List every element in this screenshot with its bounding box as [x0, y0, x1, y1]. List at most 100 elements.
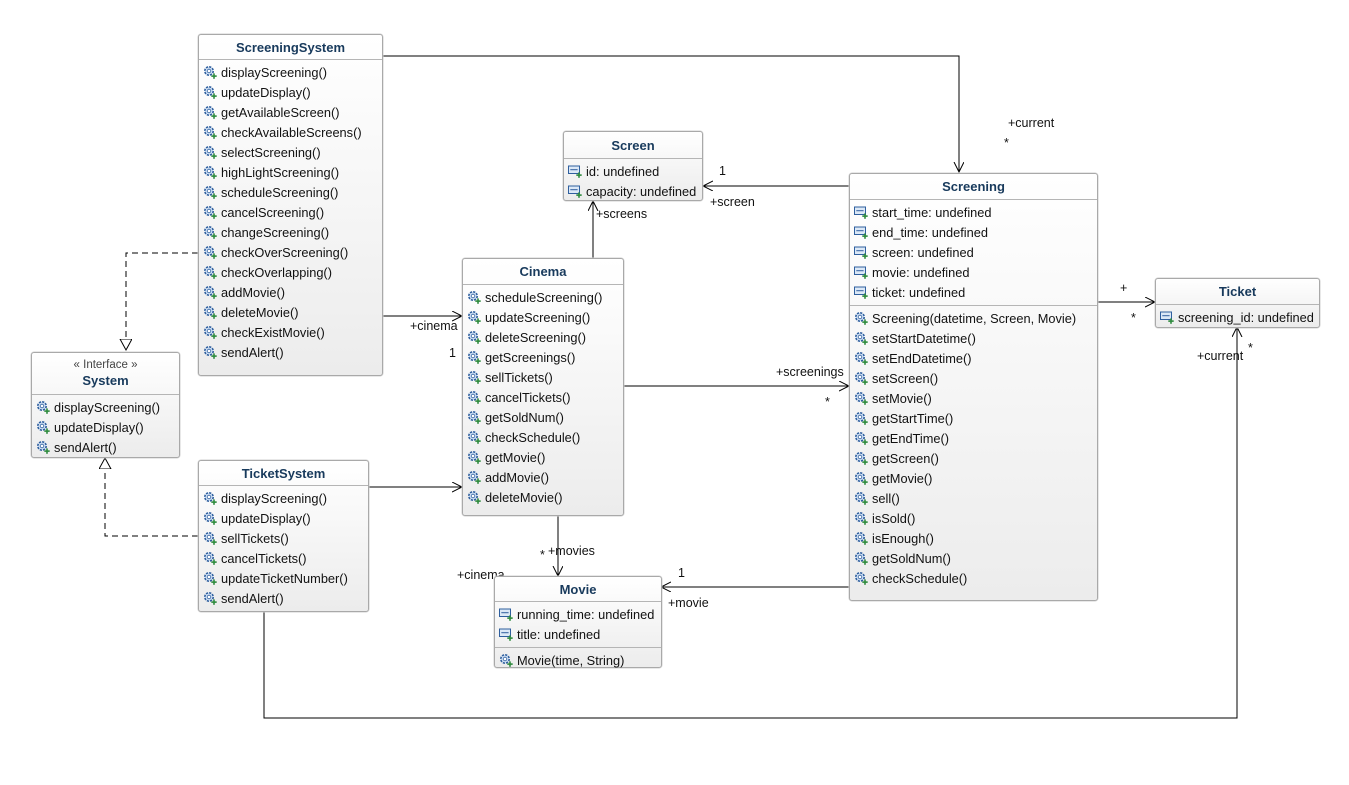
method-row[interactable]: checkOverlapping() — [199, 262, 382, 282]
method-row[interactable]: getStartTime() — [850, 408, 1097, 428]
method-row[interactable]: sendAlert() — [199, 588, 368, 608]
method-icon — [854, 411, 868, 425]
method-row[interactable]: updateDisplay() — [199, 508, 368, 528]
method-row[interactable]: cancelTickets() — [463, 387, 623, 407]
method-row[interactable]: addMovie() — [199, 282, 382, 302]
method-row[interactable]: addMovie() — [463, 467, 623, 487]
method-row[interactable]: getAvailableScreen() — [199, 102, 382, 122]
method-row[interactable]: updateDisplay() — [199, 82, 382, 102]
method-row[interactable]: sell() — [850, 488, 1097, 508]
method-row[interactable]: Movie(time, String) — [495, 650, 661, 670]
label-ticket-plus: + — [1120, 281, 1128, 295]
method-row[interactable]: scheduleScreening() — [199, 182, 382, 202]
method-row[interactable]: getScreen() — [850, 448, 1097, 468]
attribute-row[interactable]: end_time: undefined — [850, 222, 1097, 242]
label-cinema-role: +cinema — [410, 319, 458, 333]
class-ticket[interactable]: Ticket screening_id: undefined — [1155, 278, 1320, 328]
method-text: sell() — [872, 490, 900, 506]
attribute-row[interactable]: start_time: undefined — [850, 202, 1097, 222]
class-cinema[interactable]: Cinema scheduleScreening()updateScreenin… — [462, 258, 624, 516]
attribute-row[interactable]: running_time: undefined — [495, 604, 661, 624]
method-row[interactable]: setStartDatetime() — [850, 328, 1097, 348]
method-row[interactable]: isEnough() — [850, 528, 1097, 548]
class-screening-system[interactable]: ScreeningSystem displayScreening() update… — [198, 34, 383, 376]
method-row[interactable]: deleteMovie() — [463, 487, 623, 507]
assoc-screeningsystem-screening — [383, 55, 959, 172]
method-text: getScreenings() — [485, 349, 576, 365]
label-screen-role: +screen — [710, 195, 755, 209]
attribute-text: id: undefined — [586, 163, 660, 179]
method-row[interactable]: updateTicketNumber() — [199, 568, 368, 588]
method-row[interactable]: updateScreening() — [463, 307, 623, 327]
method-icon — [203, 531, 217, 545]
method-row[interactable]: sellTickets() — [463, 367, 623, 387]
method-row[interactable]: cancelScreening() — [199, 202, 382, 222]
method-row[interactable]: setScreen() — [850, 368, 1097, 388]
method-row[interactable]: getSoldNum() — [850, 548, 1097, 568]
method-row[interactable]: Screening(datetime, Screen, Movie) — [850, 308, 1097, 328]
method-row[interactable]: deleteMovie() — [199, 302, 382, 322]
attribute-text: start_time: undefined — [872, 204, 992, 220]
attribute-row[interactable]: ticket: undefined — [850, 282, 1097, 302]
method-icon — [203, 225, 217, 239]
method-text: getEndTime() — [872, 430, 950, 446]
method-text: updateDisplay() — [54, 419, 144, 435]
method-row[interactable]: setEndDatetime() — [850, 348, 1097, 368]
method-row[interactable]: selectScreening() — [199, 142, 382, 162]
method-icon — [854, 371, 868, 385]
method-row[interactable]: getScreenings() — [463, 347, 623, 367]
method-row[interactable]: checkSchedule() — [463, 427, 623, 447]
method-row[interactable]: deleteScreening() — [463, 327, 623, 347]
method-row[interactable]: getMovie() — [850, 468, 1097, 488]
method-row[interactable]: checkAvailableScreens() — [199, 122, 382, 142]
class-name: ScreeningSystem — [235, 39, 346, 55]
method-row[interactable]: displayScreening() — [199, 488, 368, 508]
realization-screeningsystem-system — [126, 252, 198, 350]
method-row[interactable]: sellTickets() — [199, 528, 368, 548]
methods-section: displayScreening() updateDisplay() sendAle… — [32, 395, 179, 460]
method-row[interactable]: setMovie() — [850, 388, 1097, 408]
method-row[interactable]: displayScreening() — [199, 62, 382, 82]
attribute-row[interactable]: screening_id: undefined — [1156, 307, 1319, 327]
method-row[interactable]: scheduleScreening() — [463, 287, 623, 307]
attribute-row[interactable]: screen: undefined — [850, 242, 1097, 262]
method-text: checkAvailableScreens() — [221, 124, 362, 140]
method-text: checkOverlapping() — [221, 264, 332, 280]
method-row[interactable]: updateDisplay() — [32, 417, 179, 437]
method-text: sellTickets() — [221, 530, 289, 546]
attribute-row[interactable]: movie: undefined — [850, 262, 1097, 282]
label-screen-mult: 1 — [719, 164, 726, 178]
method-row[interactable]: getSoldNum() — [463, 407, 623, 427]
method-row[interactable]: sendAlert() — [32, 437, 179, 457]
label-movies-mult: * — [540, 548, 545, 562]
method-row[interactable]: cancelTickets() — [199, 548, 368, 568]
method-icon — [203, 491, 217, 505]
method-row[interactable]: checkSchedule() — [850, 568, 1097, 588]
method-row[interactable]: highLightScreening() — [199, 162, 382, 182]
method-icon — [203, 65, 217, 79]
method-row[interactable]: sendAlert() — [199, 342, 382, 362]
attribute-row[interactable]: capacity: undefined — [564, 181, 702, 201]
method-row[interactable]: getMovie() — [463, 447, 623, 467]
method-row[interactable]: isSold() — [850, 508, 1097, 528]
label-ticket-mult: * — [1131, 311, 1136, 325]
method-row[interactable]: getEndTime() — [850, 428, 1097, 448]
method-row[interactable]: displayScreening() — [32, 397, 179, 417]
method-row[interactable]: checkOverScreening() — [199, 242, 382, 262]
method-text: getSoldNum() — [485, 409, 564, 425]
attribute-row[interactable]: id: undefined — [564, 161, 702, 181]
attribute-row[interactable]: title: undefined — [495, 624, 661, 644]
class-ticket-system[interactable]: TicketSystem displayScreening()updateDis… — [198, 460, 369, 612]
method-row[interactable]: changeScreening() — [199, 222, 382, 242]
label-current-role: +current — [1008, 116, 1055, 130]
method-icon — [854, 351, 868, 365]
interface-system[interactable]: « Interface » System displayScreening()u… — [31, 352, 180, 458]
method-text: addMovie() — [485, 469, 550, 485]
method-row[interactable]: checkExistMovie() — [199, 322, 382, 342]
method-text: updateDisplay() — [221, 84, 311, 100]
label-screenings-role: +screenings — [776, 365, 844, 379]
method-icon — [499, 653, 513, 667]
